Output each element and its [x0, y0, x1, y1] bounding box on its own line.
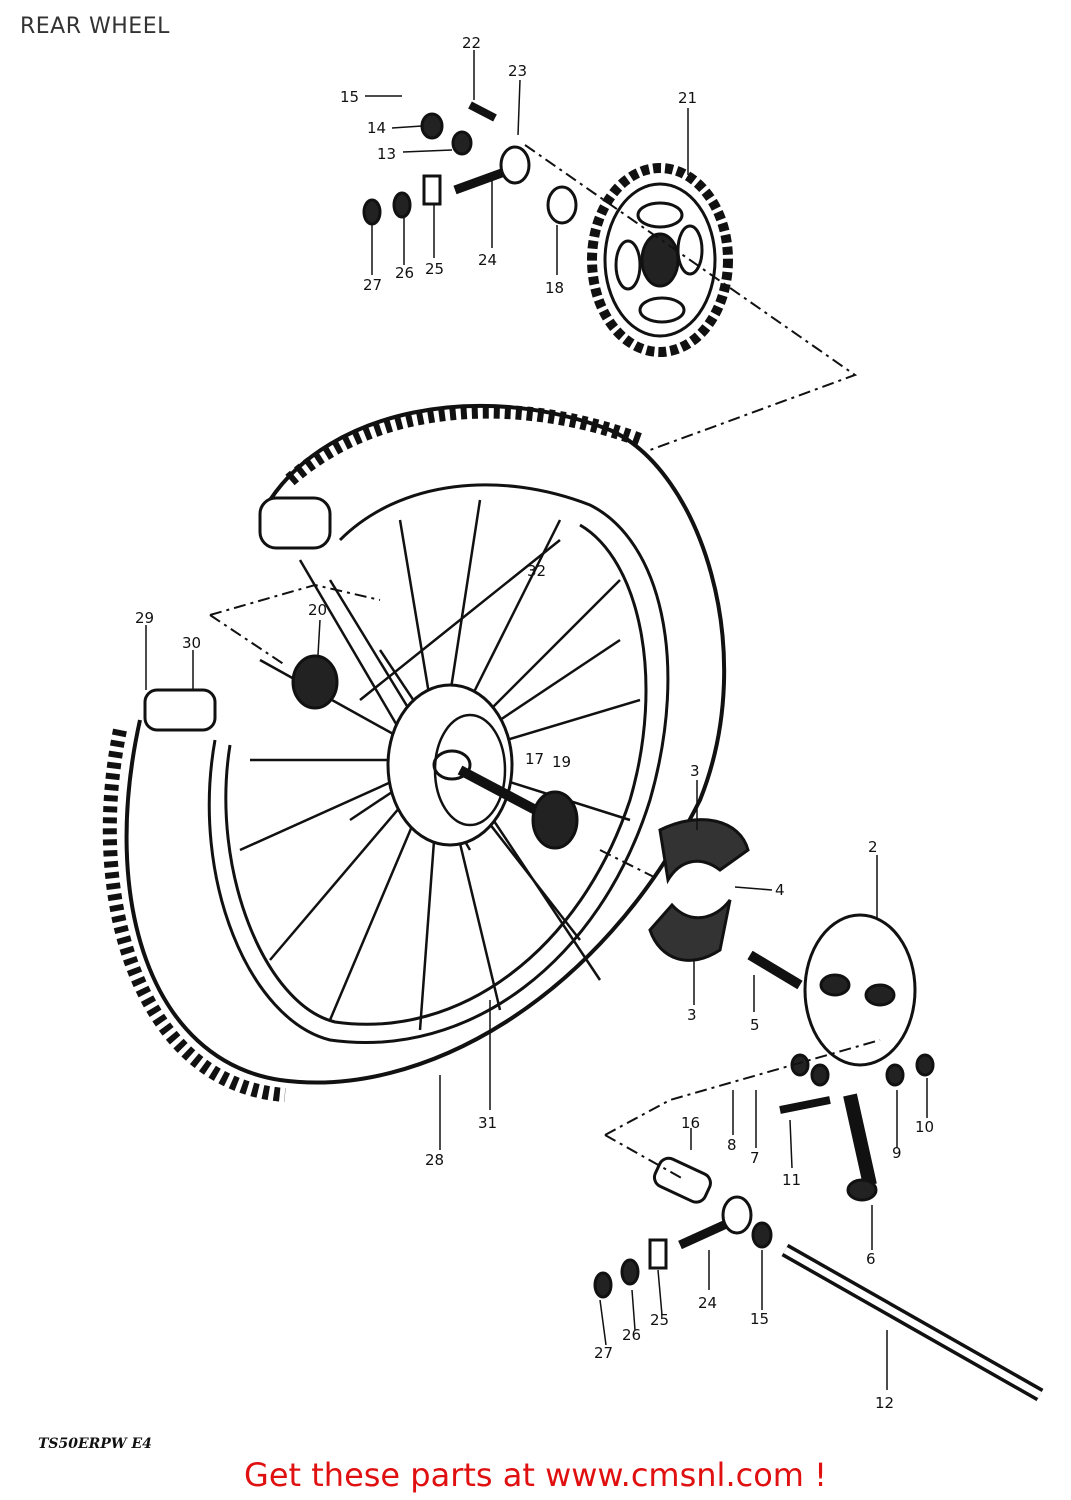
brake-shoe-lower	[648, 899, 732, 962]
callout-24-lower: 24	[698, 1294, 717, 1312]
callout-22: 22	[462, 34, 481, 52]
rim	[207, 483, 670, 1045]
explode-line-sprocket	[524, 144, 858, 451]
callout-16: 16	[681, 1114, 700, 1132]
brake-shoe-upper	[658, 818, 750, 885]
callout-21: 21	[678, 89, 697, 107]
callout-20: 20	[308, 601, 327, 619]
callout-25-lower: 25	[650, 1311, 669, 1329]
brake-panel	[803, 913, 917, 1067]
callout-32: 32	[527, 562, 546, 580]
callout-15-upper: 15	[340, 88, 359, 106]
callout-25-upper: 25	[425, 260, 444, 278]
hub	[386, 683, 514, 847]
callout-6: 6	[866, 1250, 876, 1268]
callout-11: 11	[782, 1171, 801, 1189]
callout-10: 10	[915, 1118, 934, 1136]
callout-14: 14	[367, 119, 386, 137]
callout-4: 4	[775, 881, 785, 899]
tire-tread	[102, 728, 286, 1102]
callout-19: 19	[552, 753, 571, 771]
callout-17: 17	[525, 750, 544, 768]
callout-29: 29	[135, 609, 154, 627]
callout-12: 12	[875, 1394, 894, 1412]
callout-31: 31	[478, 1114, 497, 1132]
callout-3-lower: 3	[687, 1006, 697, 1024]
callout-18: 18	[545, 279, 564, 297]
callout-9: 9	[892, 1144, 902, 1162]
callout-7: 7	[750, 1149, 760, 1167]
cta-link-text[interactable]: Get these parts at www.cmsnl.com !	[244, 1456, 827, 1494]
callout-27-lower: 27	[594, 1344, 613, 1362]
explode-line-bearing	[209, 583, 381, 616]
callout-26-upper: 26	[395, 264, 414, 282]
sprocket	[587, 163, 733, 357]
callout-26-lower: 26	[622, 1326, 641, 1344]
explode-line-axle	[604, 1039, 881, 1136]
callout-28: 28	[425, 1151, 444, 1169]
callout-15-lower: 15	[750, 1310, 769, 1328]
callout-13: 13	[377, 145, 396, 163]
callout-24-upper: 24	[478, 251, 497, 269]
callout-27-upper: 27	[363, 276, 382, 294]
model-code: TS50ERPW E4	[38, 1436, 152, 1452]
callout-23: 23	[508, 62, 527, 80]
callout-30: 30	[182, 634, 201, 652]
callout-5: 5	[750, 1016, 760, 1034]
callout-8: 8	[727, 1136, 737, 1154]
callout-2: 2	[868, 838, 878, 856]
page-title: REAR WHEEL	[20, 14, 170, 39]
callout-3-upper: 3	[690, 762, 700, 780]
